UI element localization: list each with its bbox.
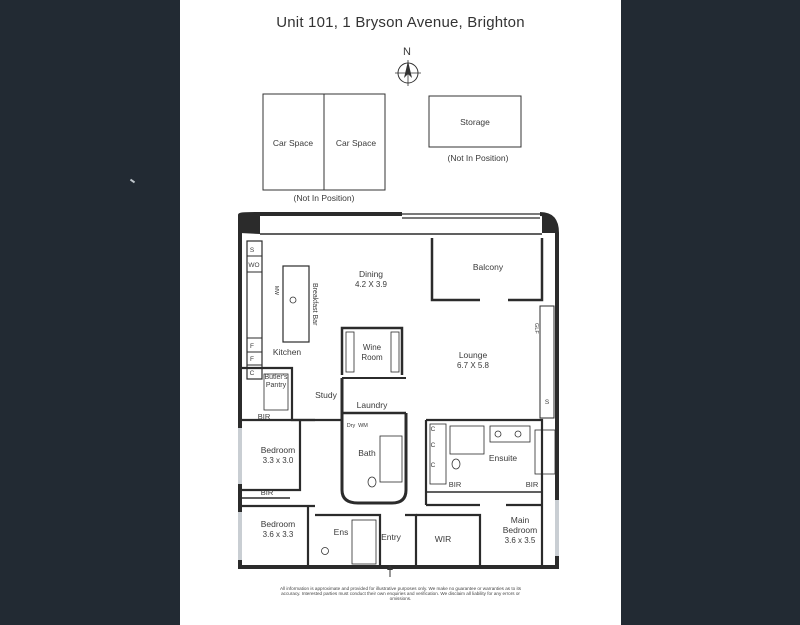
north-label: N [403, 46, 411, 58]
main-bedroom-label-1: Main [511, 515, 530, 525]
corner-column-right [542, 214, 557, 233]
laundry-label: Laundry [357, 400, 388, 410]
main-bedroom-dims: 3.6 x 3.5 [505, 536, 536, 545]
storage-outline [428, 95, 522, 148]
bedroom-a-label: Bedroom [261, 445, 296, 455]
sink-code-lounge: S [545, 399, 550, 406]
breakfast-bar-label: Breakfast Bar [311, 283, 318, 326]
butlers-pantry-label-1: Butler's [264, 374, 288, 381]
kitchen-label: Kitchen [273, 347, 302, 357]
sink-code-top: S [250, 247, 255, 254]
basin-icon-ensuite [494, 430, 522, 438]
bir-label-1: BIR [258, 412, 271, 421]
bir-label-3: BIR [449, 480, 462, 489]
study-label: Study [315, 390, 337, 400]
wine-room-label-1: Wine [363, 343, 382, 352]
storage-label: Storage [460, 117, 490, 127]
window-bedroom-b [238, 512, 242, 560]
bir-label-2: BIR [261, 488, 274, 497]
bedroom-a-dims: 3.3 x 3.0 [263, 456, 294, 465]
basin-icon-ens [321, 547, 329, 555]
bedroom-b-label: Bedroom [261, 519, 296, 529]
toilet-icon-ensuite [451, 458, 461, 470]
window-main-bedroom [555, 500, 559, 556]
wine-room-label-2: Room [361, 353, 383, 362]
bir-label-4: BIR [526, 480, 539, 489]
lounge-dims: 6.7 X 5.8 [457, 361, 490, 370]
washing-machine-code: WM [358, 423, 368, 429]
apartment-walls [238, 212, 559, 569]
corner-column-left [240, 214, 260, 234]
dining-label: Dining [359, 269, 383, 279]
dryer-code: Dry [347, 423, 356, 429]
dining-dims: 4.2 X 3.9 [355, 280, 388, 289]
background-speck [129, 178, 136, 184]
car-space-2-label: Car Space [336, 138, 376, 148]
butlers-pantry-label-2: Pantry [266, 382, 287, 389]
entry-arrow-icon [387, 565, 393, 577]
toilet-icon-bath [367, 476, 377, 488]
fridge-code-1: F [250, 343, 254, 350]
wall-oven-code: WO [248, 262, 259, 269]
fridge-code-2: F [250, 356, 254, 363]
cupboard-code-2: C [431, 442, 436, 449]
floor-plan-drawing: N Car Space Car Space (Not In Position) … [238, 46, 559, 577]
wir-label: WIR [435, 534, 452, 544]
bedroom-b-dims: 3.6 x 3.3 [263, 530, 294, 539]
lounge-label: Lounge [459, 350, 488, 360]
window-bedroom-a [238, 428, 242, 484]
ensuite-label: Ensuite [489, 453, 518, 463]
cupboard-code-1: C [431, 426, 436, 433]
main-bedroom-label-2: Bedroom [503, 525, 538, 535]
balcony-label: Balcony [473, 262, 504, 272]
car-space-1-label: Car Space [273, 138, 313, 148]
glf-code: GLF [533, 323, 539, 334]
ens-label: Ens [334, 527, 349, 537]
microwave-code: MW [273, 286, 279, 295]
cooktop-icon [289, 296, 297, 304]
storage-note: (Not In Position) [448, 153, 509, 163]
disclaimer-text: All information is approximate and provi… [279, 586, 522, 602]
north-arrow-icon [395, 60, 421, 86]
entry-label: Entry [381, 532, 402, 542]
bath-label: Bath [358, 448, 376, 458]
property-address-title: Unit 101, 1 Bryson Avenue, Brighton [276, 14, 525, 31]
car-space-note: (Not In Position) [294, 193, 355, 203]
cupboard-code-3: C [431, 462, 436, 469]
cupboard-code-kitchen: C [250, 370, 255, 377]
floorplan-sheet: Unit 101, 1 Bryson Avenue, Brighton N Ca… [180, 0, 621, 625]
